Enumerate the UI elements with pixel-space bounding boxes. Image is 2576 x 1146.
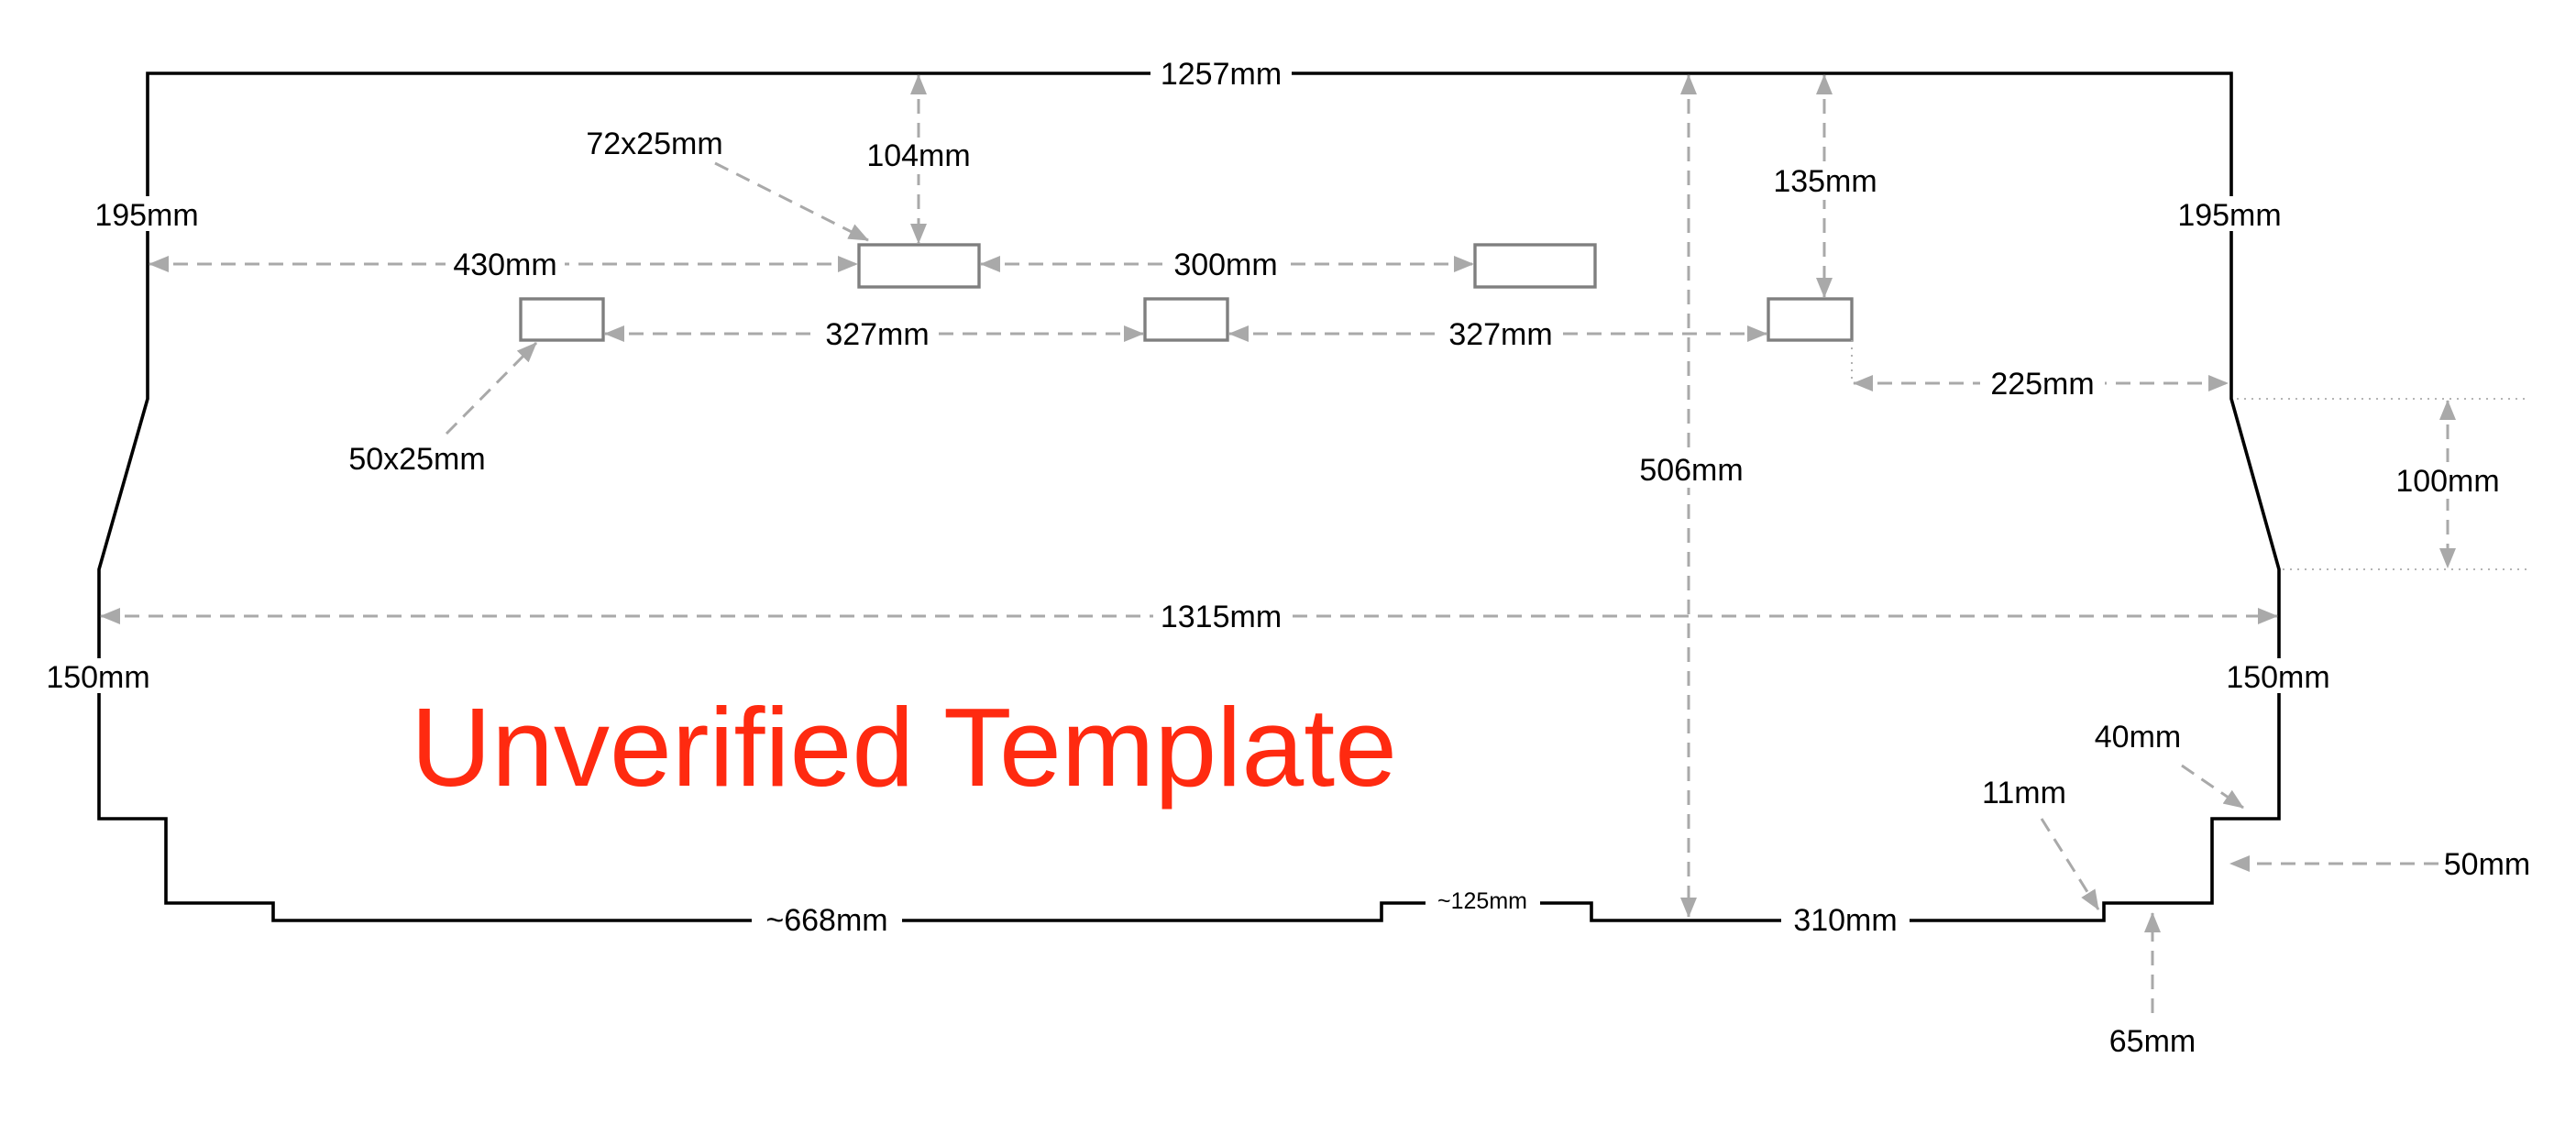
label-small-slot-spacing-left: 327mm [825, 317, 929, 352]
slot-small-middle [1143, 297, 1229, 342]
label-slot-small-size: 50x25mm [348, 442, 485, 477]
label-overall-depth: 506mm [1639, 453, 1743, 488]
label-bg-bottom-left [752, 901, 902, 940]
label-bg-side-right-upper [2173, 196, 2286, 231]
label-bottom-middle-notch: ~125mm [1437, 888, 1527, 914]
label-left-upper-side: 195mm [94, 198, 198, 233]
label-left-lower-side: 150mm [46, 660, 149, 695]
label-bg-bottom-right [1781, 901, 1910, 940]
label-corner-step-40: 40mm [2095, 720, 2181, 755]
label-bg-side-right-lower [2221, 658, 2335, 693]
leader-small-slot [445, 341, 538, 435]
label-taper-height: 100mm [2395, 464, 2499, 499]
label-right-upper-side: 195mm [2177, 198, 2281, 233]
label-slot-large-size: 72x25mm [586, 127, 722, 161]
slot-large-right [1473, 243, 1597, 289]
label-slot-top-offset: 104mm [866, 138, 970, 173]
label-full-width: 1315mm [1161, 600, 1282, 634]
leader-40mm [2181, 764, 2244, 810]
label-bottom-right-length: 310mm [1793, 903, 1897, 938]
label-left-to-large-slot: 430mm [453, 248, 556, 282]
label-bg-taper [2388, 462, 2507, 499]
label-bg-left-to-slot [446, 246, 565, 282]
label-bg-top-width [1150, 55, 1292, 94]
watermark-text: Unverified Template [411, 685, 1397, 810]
leader-large-slot [714, 161, 869, 242]
label-top-width: 1257mm [1161, 57, 1282, 92]
label-right-slot-to-edge: 225mm [1990, 367, 2094, 402]
template-outline [97, 72, 2281, 922]
leader-11mm [2040, 818, 2100, 910]
label-corner-step-11: 11mm [1982, 776, 2066, 810]
label-bg-right-offset [1765, 163, 1888, 200]
slot-small-left [519, 297, 605, 342]
label-bottom-left-length: ~668mm [765, 903, 887, 938]
label-bg-right-edge [1980, 365, 2105, 402]
slot-large-left [857, 243, 981, 289]
label-bg-small-left [816, 315, 939, 352]
label-bg-side-left-upper [90, 196, 204, 231]
label-bg-small-right [1439, 315, 1562, 352]
label-right-lower-side: 150mm [2226, 660, 2329, 695]
label-bg-slot-offset [858, 138, 979, 174]
label-right-slot-top-offset: 135mm [1773, 164, 1877, 199]
slot-small-right [1767, 297, 1854, 342]
label-large-slot-spacing: 300mm [1173, 248, 1277, 282]
label-bg-side-left-lower [41, 658, 155, 693]
label-corner-step-65: 65mm [2109, 1024, 2196, 1059]
label-corner-step-50: 50mm [2444, 847, 2530, 882]
label-small-slot-spacing-right: 327mm [1448, 317, 1552, 352]
label-bg-full-width [1153, 598, 1289, 636]
label-bg-notch [1426, 886, 1540, 917]
label-bg-slot-spacing [1164, 246, 1287, 282]
label-bg-depth [1632, 449, 1745, 488]
